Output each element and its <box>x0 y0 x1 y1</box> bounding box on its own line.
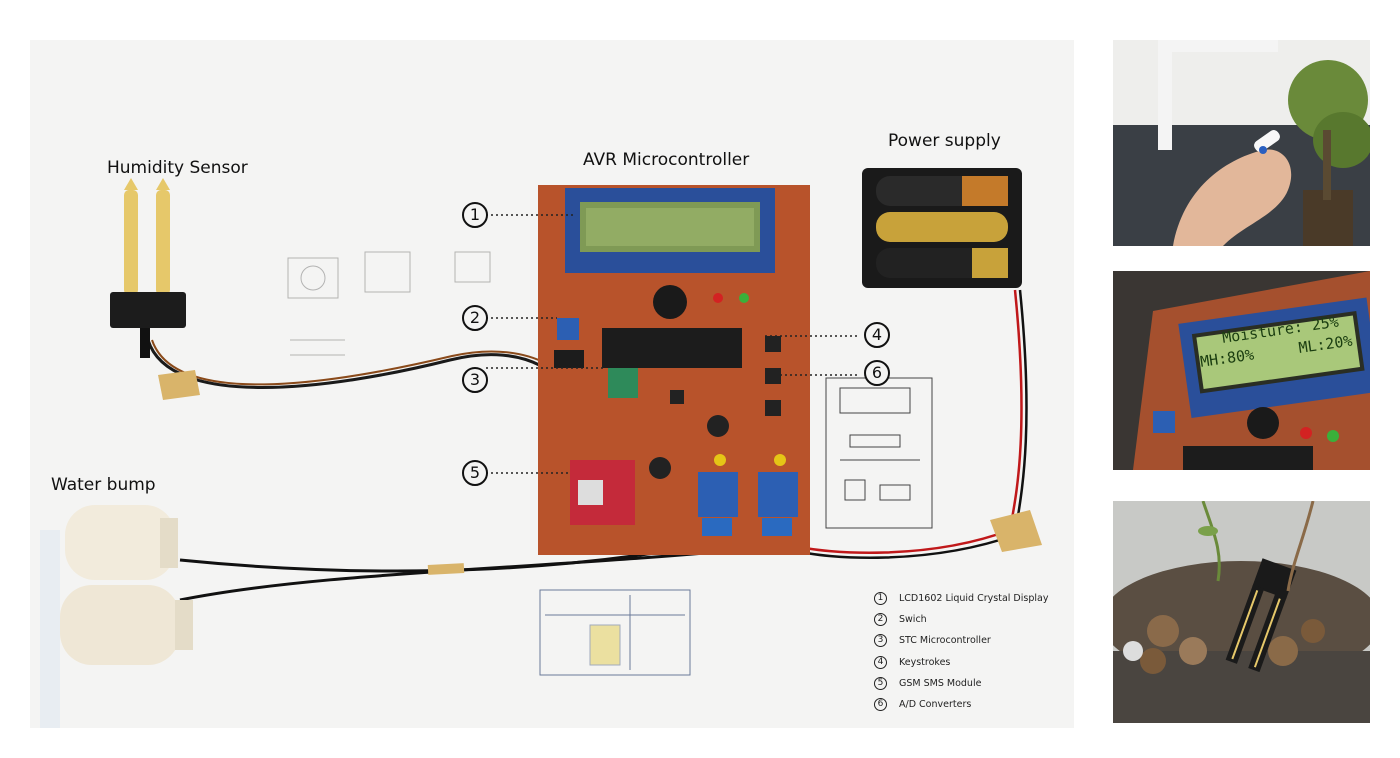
humidity-sensor <box>110 178 186 358</box>
callout-5: 5 <box>462 460 488 486</box>
callout-3: 3 <box>462 367 488 393</box>
tape <box>427 563 465 575</box>
schematic-drawing-right <box>825 377 933 529</box>
sensor-pot-illustration <box>1113 501 1370 723</box>
mcu-chip <box>602 328 742 368</box>
avr-microcontroller-label: AVR Microcontroller <box>583 150 750 170</box>
scene-illustration <box>40 168 1042 728</box>
side-photo-lcd-closeup: Moisture: 25% MH:80% ML:20% <box>1113 271 1370 470</box>
component-legend: 1 LCD1602 Liquid Crystal Display 2 Swich 3… <box>874 588 1074 715</box>
legend-text: LCD1602 Liquid Crystal Display <box>899 593 1049 605</box>
buzzer <box>653 285 687 319</box>
legend-number: 2 <box>874 613 887 627</box>
legend-item: 5 GSM SMS Module <box>874 673 1074 694</box>
side-photo-sensor-in-pot <box>1113 501 1370 723</box>
legend-number: 5 <box>874 676 887 690</box>
legend-item: 1 LCD1602 Liquid Crystal Display <box>874 588 1074 609</box>
callout-4: 4 <box>864 322 890 348</box>
legend-text: A/D Converters <box>899 699 972 711</box>
legend-text: Keystrokes <box>899 656 951 668</box>
callout-2: 2 <box>462 305 488 331</box>
relay-2 <box>758 472 798 517</box>
schematic-drawing-bottom <box>539 589 691 676</box>
side-photo-hand-sensor <box>1113 40 1370 246</box>
relay-1 <box>698 472 738 517</box>
power-supply-label: Power supply <box>888 131 1001 151</box>
legend-item: 4 Keystrokes <box>874 652 1074 673</box>
legend-number: 3 <box>874 634 887 648</box>
callout-6: 6 <box>864 360 890 386</box>
tape <box>158 370 200 400</box>
hand-sensor-illustration <box>1113 40 1370 246</box>
humidity-sensor-label: Humidity Sensor <box>107 158 248 178</box>
legend-number: 6 <box>874 698 887 712</box>
legend-number: 4 <box>874 655 887 669</box>
legend-item: 2 Swich <box>874 609 1074 630</box>
main-photo: Humidity Sensor AVR Microcontroller Powe… <box>30 40 1074 728</box>
water-bump-label: Water bump <box>51 475 156 495</box>
callout-1: 1 <box>462 202 488 228</box>
legend-text: STC Microcontroller <box>899 635 991 647</box>
water-pumps <box>40 505 193 728</box>
switch <box>557 318 579 340</box>
sensor-wire <box>146 339 577 406</box>
legend-number: 1 <box>874 592 887 606</box>
lcd-closeup-illustration <box>1113 271 1370 470</box>
sensor-wire-2 <box>151 339 581 406</box>
tech-drawing <box>287 251 491 356</box>
legend-text: GSM SMS Module <box>899 677 982 689</box>
legend-item: 6 A/D Converters <box>874 694 1074 715</box>
legend-text: Swich <box>899 614 927 626</box>
battery-holder <box>862 168 1022 288</box>
power-wire-black <box>791 289 1028 559</box>
legend-item: 3 STC Microcontroller <box>874 630 1074 651</box>
tape <box>990 510 1042 552</box>
power-wire-red <box>789 289 1023 554</box>
